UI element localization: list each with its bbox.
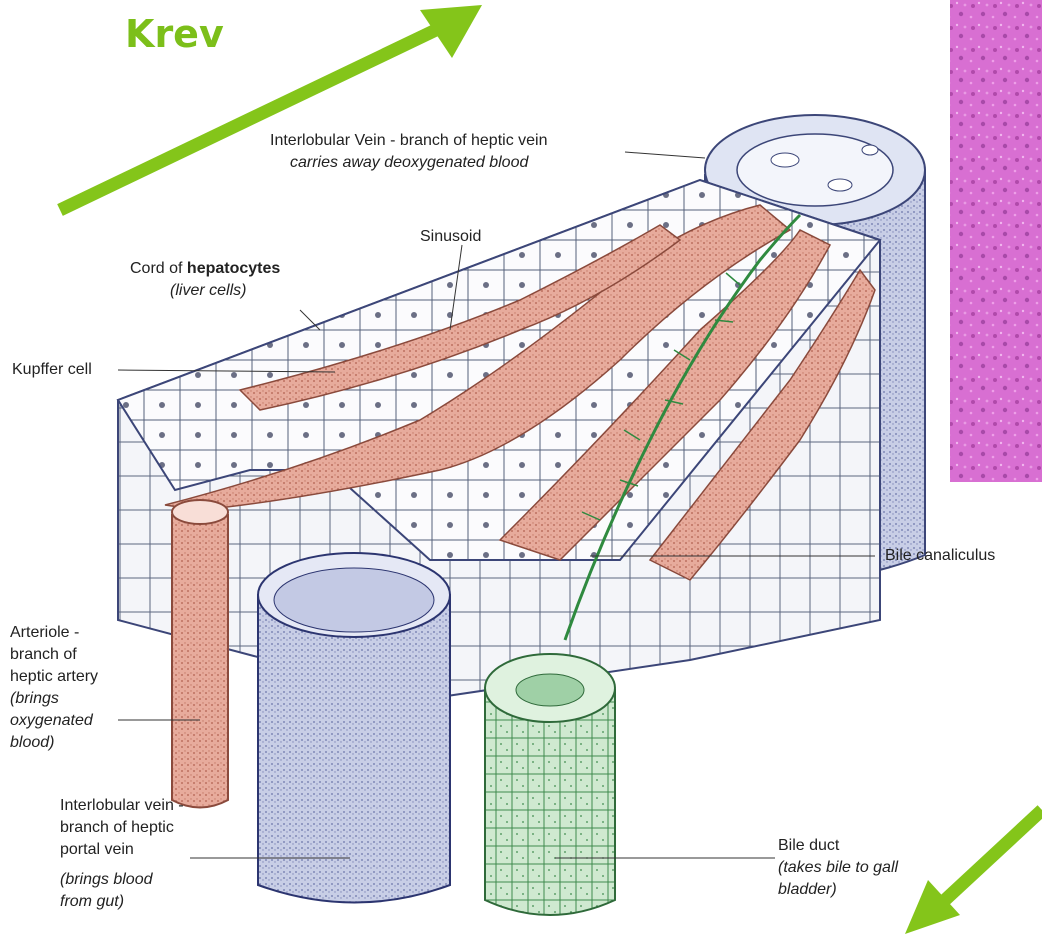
- label-kupffer-cell: Kupffer cell: [12, 359, 92, 381]
- label-line: Arteriole -: [10, 622, 98, 644]
- label-portal-vein: Interlobular vein - branch of heptic por…: [60, 795, 184, 913]
- page-title: Krev: [125, 12, 224, 56]
- label-cord-hepatocytes: Cord of hepatocytes (liver cells): [130, 258, 280, 302]
- label-line: from gut): [60, 891, 184, 913]
- label-line: Interlobular vein -: [60, 795, 184, 817]
- label-sinusoid: Sinusoid: [420, 226, 481, 248]
- label-text: Cord of: [130, 260, 187, 277]
- label-line: heptic artery: [10, 666, 98, 688]
- arrow-up-right-icon: [60, 5, 482, 210]
- bile-duct: [485, 654, 615, 915]
- label-line: branch of: [10, 644, 98, 666]
- histology-image: [950, 0, 1042, 482]
- label-line: portal vein: [60, 839, 184, 861]
- label-line: branch of heptic: [60, 817, 184, 839]
- label-line: oxygenated: [10, 710, 98, 732]
- label-bile-canaliculus: Bile canaliculus: [885, 545, 995, 567]
- arrow-down-left-icon: [905, 810, 1042, 934]
- label-arteriole: Arteriole - branch of heptic artery (bri…: [10, 622, 98, 754]
- label-line: (liver cells): [130, 280, 280, 302]
- label-line: (takes bile to gall: [778, 857, 898, 879]
- label-line: (brings: [10, 688, 98, 710]
- label-line: blood): [10, 732, 98, 754]
- arteriole: [172, 500, 228, 808]
- label-line: bladder): [778, 879, 898, 901]
- label-interlobular-vein-top: Interlobular Vein - branch of heptic vei…: [270, 130, 548, 174]
- label-line: carries away deoxygenated blood: [270, 152, 548, 174]
- label-line: Bile duct: [778, 835, 898, 857]
- portal-vein: [258, 553, 450, 903]
- label-line: (brings blood: [60, 869, 184, 891]
- label-bile-duct: Bile duct (takes bile to gall bladder): [778, 835, 898, 901]
- label-line: Cord of hepatocytes: [130, 258, 280, 280]
- label-line: Interlobular Vein - branch of heptic vei…: [270, 130, 548, 152]
- label-bold-text: hepatocytes: [187, 260, 280, 277]
